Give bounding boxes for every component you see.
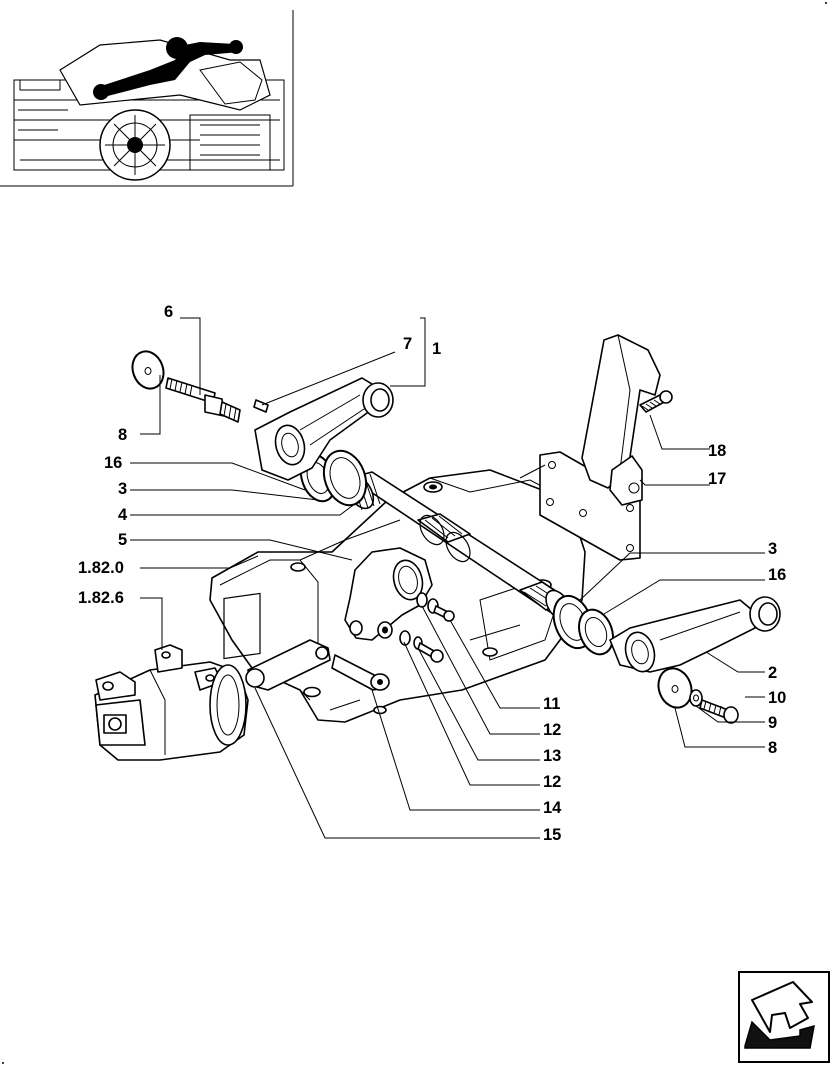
callout-11: 11 bbox=[543, 695, 560, 713]
connecting-link bbox=[245, 639, 390, 691]
callout-13: 13 bbox=[543, 747, 561, 765]
callout-3-right: 3 bbox=[768, 540, 777, 558]
previous-page-arrow-icon bbox=[744, 981, 815, 1049]
callout-1-82-6: 1.82.6 bbox=[78, 589, 124, 607]
callout-14: 14 bbox=[543, 799, 562, 817]
callout-18: 18 bbox=[708, 442, 726, 460]
callout-15: 15 bbox=[543, 826, 561, 844]
callout-3-left: 3 bbox=[118, 480, 127, 498]
callout-8-left: 8 bbox=[118, 426, 127, 444]
callout-9: 9 bbox=[768, 714, 777, 732]
callout-4: 4 bbox=[118, 506, 128, 524]
callout-16-left: 16 bbox=[104, 454, 122, 472]
location-thumbnail bbox=[0, 10, 294, 187]
lift-cam-lever bbox=[344, 547, 433, 641]
callout-labels: 6 7 1 8 16 3 4 5 1.82.0 1.82.6 18 17 3 1… bbox=[78, 303, 786, 844]
callout-16-right: 16 bbox=[768, 566, 786, 584]
callout-8-right: 8 bbox=[768, 739, 777, 757]
callout-2: 2 bbox=[768, 664, 777, 682]
lift-arm-right bbox=[609, 596, 781, 724]
hydraulic-cylinder bbox=[94, 644, 249, 761]
stud-and-washer-left bbox=[131, 350, 241, 423]
lift-arm-left bbox=[253, 377, 394, 481]
callout-10: 10 bbox=[768, 689, 786, 707]
bushings-right bbox=[552, 594, 614, 656]
callout-6: 6 bbox=[164, 303, 173, 321]
callout-17: 17 bbox=[708, 470, 726, 488]
bracket-assembly bbox=[539, 334, 673, 561]
leader-lines bbox=[130, 317, 765, 839]
small-hardware bbox=[399, 592, 455, 663]
tractor-location-thumbnail bbox=[13, 37, 285, 181]
previous-page-button[interactable] bbox=[738, 971, 830, 1063]
callout-12-upper: 12 bbox=[543, 721, 561, 739]
callout-1: 1 bbox=[432, 340, 441, 358]
callout-5: 5 bbox=[118, 531, 127, 549]
callout-1-82-0: 1.82.0 bbox=[78, 559, 124, 577]
callout-12-lower: 12 bbox=[543, 773, 561, 791]
callout-7: 7 bbox=[403, 335, 412, 353]
